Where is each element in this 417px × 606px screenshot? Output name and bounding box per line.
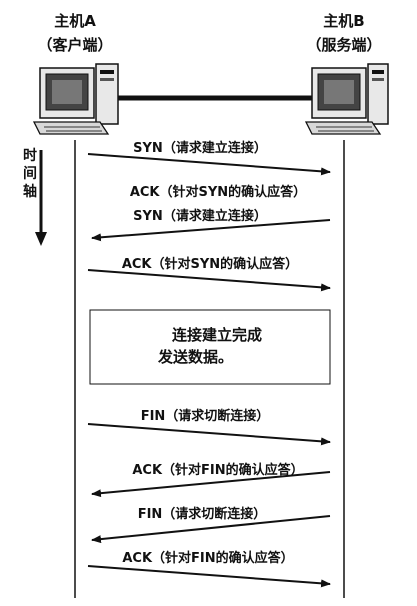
message-arrow: [87, 565, 331, 588]
message-3: SYN（请求建立连接）: [91, 208, 331, 242]
message-arrow: [87, 153, 331, 176]
host-b-role: （服务端）: [306, 36, 381, 54]
status-box-line-2: 发送数据。: [157, 348, 233, 366]
message-label: ACK（针对FIN的确认应答）: [122, 550, 293, 566]
host-b-name: 主机B: [323, 12, 364, 30]
time-axis-char-2: 间: [23, 165, 37, 182]
time-axis-arrow-icon: [35, 150, 47, 246]
message-label: SYN（请求建立连接）: [133, 208, 267, 224]
host-a-role: （客户端）: [37, 36, 112, 54]
status-box-line-1: 连接建立完成: [172, 326, 262, 344]
message-label: ACK（针对FIN的确认应答）: [132, 462, 303, 478]
status-box: [89, 309, 331, 385]
message-arrow: [91, 471, 331, 498]
message-arrow: [87, 423, 331, 446]
message-4: ACK（针对SYN的确认应答）: [87, 256, 331, 292]
message-6: ACK（针对FIN的确认应答）: [91, 462, 331, 498]
message-arrow: [91, 219, 331, 242]
message-5: FIN（请求切断连接）: [87, 408, 331, 446]
message-label: FIN（请求切断连接）: [141, 408, 270, 424]
host-a-name: 主机A: [54, 12, 96, 30]
message-1: SYN（请求建立连接）: [87, 140, 331, 176]
message-2: ACK（针对SYN的确认应答）: [130, 184, 306, 200]
message-label: ACK（针对SYN的确认应答）: [130, 184, 306, 200]
message-label: ACK（针对SYN的确认应答）: [122, 256, 298, 272]
message-arrow: [87, 269, 331, 292]
message-label: FIN（请求切断连接）: [138, 506, 267, 522]
host-b-computer-icon: [304, 63, 389, 135]
message-8: ACK（针对FIN的确认应答）: [87, 550, 331, 588]
message-label: SYN（请求建立连接）: [133, 140, 267, 156]
message-7: FIN（请求切断连接）: [91, 506, 331, 544]
time-axis-char-1: 时: [23, 147, 37, 164]
message-arrow: [91, 515, 331, 544]
host-a-computer-icon: [32, 63, 119, 135]
time-axis-char-3: 轴: [23, 183, 37, 200]
